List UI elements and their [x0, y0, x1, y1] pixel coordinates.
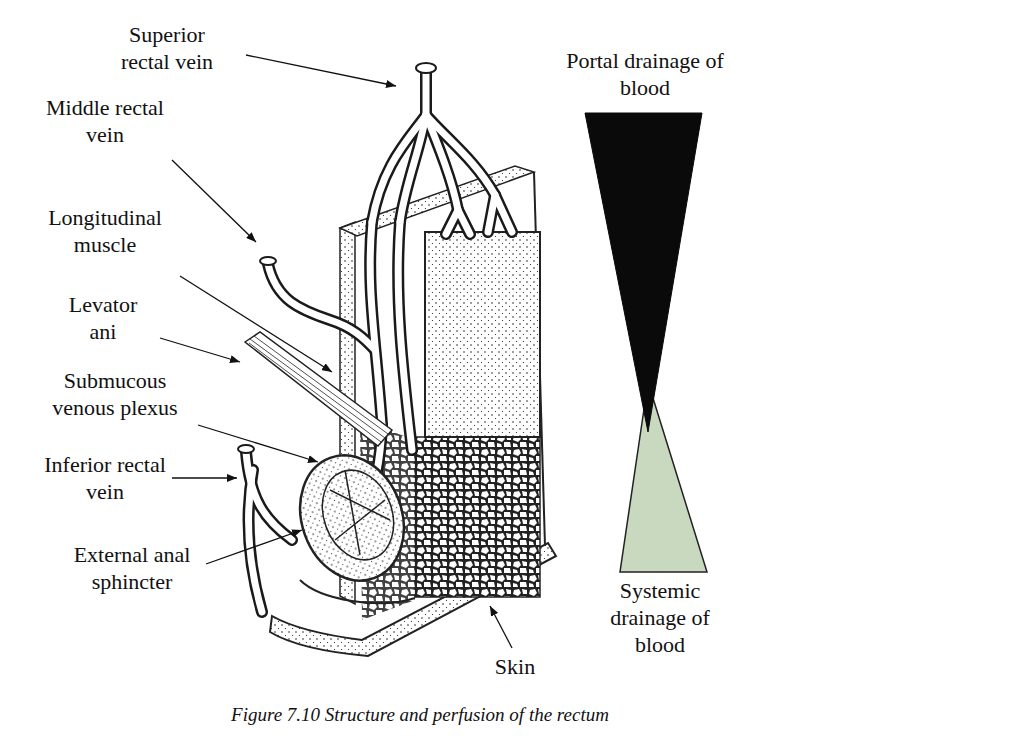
part-label: Levator ani [57, 292, 149, 346]
venous-plexus [415, 437, 540, 597]
figure-caption: Figure 7.10 Structure and perfusion of t… [231, 704, 609, 726]
leader-line [160, 338, 240, 362]
part-label: Submucous venous plexus [43, 368, 188, 422]
part-label: Middle rectal vein [46, 95, 164, 149]
levator-ani [245, 332, 392, 446]
sphincter-inner [310, 460, 405, 570]
vein-cap [416, 63, 436, 73]
levator-ani-fibres [249, 336, 388, 442]
mucosa-face [425, 232, 540, 437]
leader-line [180, 276, 332, 372]
leader-line [172, 477, 237, 478]
portal-triangle [585, 113, 702, 432]
leader-line [198, 425, 318, 462]
leader-line [490, 606, 512, 648]
part-label: External anal sphincter [60, 542, 205, 596]
drainage-label: Portal drainage of blood [563, 48, 728, 102]
leader-line [172, 160, 256, 242]
vein-outlines [246, 70, 512, 612]
vein-cap [238, 445, 254, 453]
systemic-triangle [620, 382, 707, 572]
leader-lines [160, 55, 512, 648]
vein-cores [246, 70, 512, 612]
drainage-label: Systemic drainage of blood [608, 578, 712, 658]
leader-line [246, 55, 396, 86]
part-label: Inferior rectal vein [44, 452, 166, 506]
part-label: Superior rectal vein [102, 22, 232, 76]
leader-line [206, 530, 302, 564]
anal-canal-line [300, 580, 415, 603]
part-label: Skin [485, 654, 545, 681]
part-label: Longitudinal muscle [41, 205, 169, 259]
external-anal-sphincter [283, 441, 421, 595]
vein-cap [260, 257, 276, 265]
sphincter-veins [330, 470, 390, 555]
